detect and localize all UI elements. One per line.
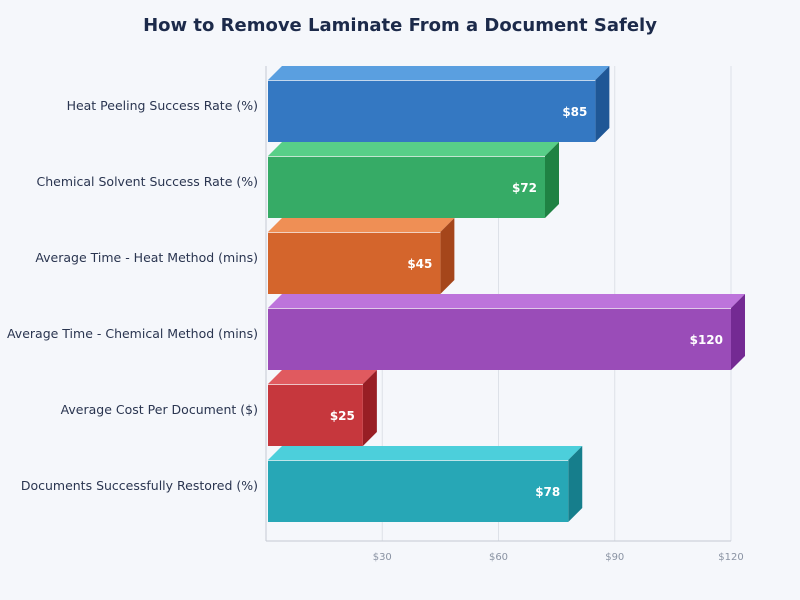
bar-side-face <box>568 446 583 522</box>
bar-side-face <box>440 218 455 294</box>
bar <box>268 232 441 294</box>
bar-top-face <box>268 142 559 156</box>
bar-top-face <box>268 66 610 80</box>
chart-title: How to Remove Laminate From a Document S… <box>143 15 657 36</box>
bar-top-face <box>268 294 745 308</box>
data-label: $78 <box>535 485 560 499</box>
bar-side-face <box>362 370 377 446</box>
data-label: $120 <box>690 333 723 347</box>
y-tick-label: Average Time - Heat Method (mins) <box>35 250 258 265</box>
data-label: $85 <box>562 105 587 119</box>
x-tick-label: $30 <box>373 552 392 563</box>
y-tick-label: Average Time - Chemical Method (mins) <box>7 326 258 341</box>
data-label: $72 <box>512 181 537 195</box>
x-tick-label: $60 <box>489 552 508 563</box>
bar <box>268 384 363 446</box>
bar <box>268 460 569 522</box>
bar-top-face <box>268 446 583 460</box>
y-tick-label: Documents Successfully Restored (%) <box>21 478 258 493</box>
bar-top-face <box>268 370 377 384</box>
y-tick-label: Average Cost Per Document ($) <box>61 402 258 417</box>
x-tick-label: $90 <box>605 552 624 563</box>
bar-side-face <box>545 142 559 218</box>
bar <box>268 308 731 370</box>
bar-top-face <box>268 218 455 232</box>
y-tick-label: Heat Peeling Success Rate (%) <box>67 98 258 113</box>
bar <box>268 80 596 142</box>
y-tick-label: Chemical Solvent Success Rate (%) <box>37 174 258 189</box>
data-label: $45 <box>407 257 432 271</box>
bar-side-face <box>595 66 610 142</box>
bar-side-face <box>731 294 745 370</box>
x-tick-label: $120 <box>718 552 743 563</box>
bar <box>268 156 545 218</box>
data-label: $25 <box>330 409 355 423</box>
